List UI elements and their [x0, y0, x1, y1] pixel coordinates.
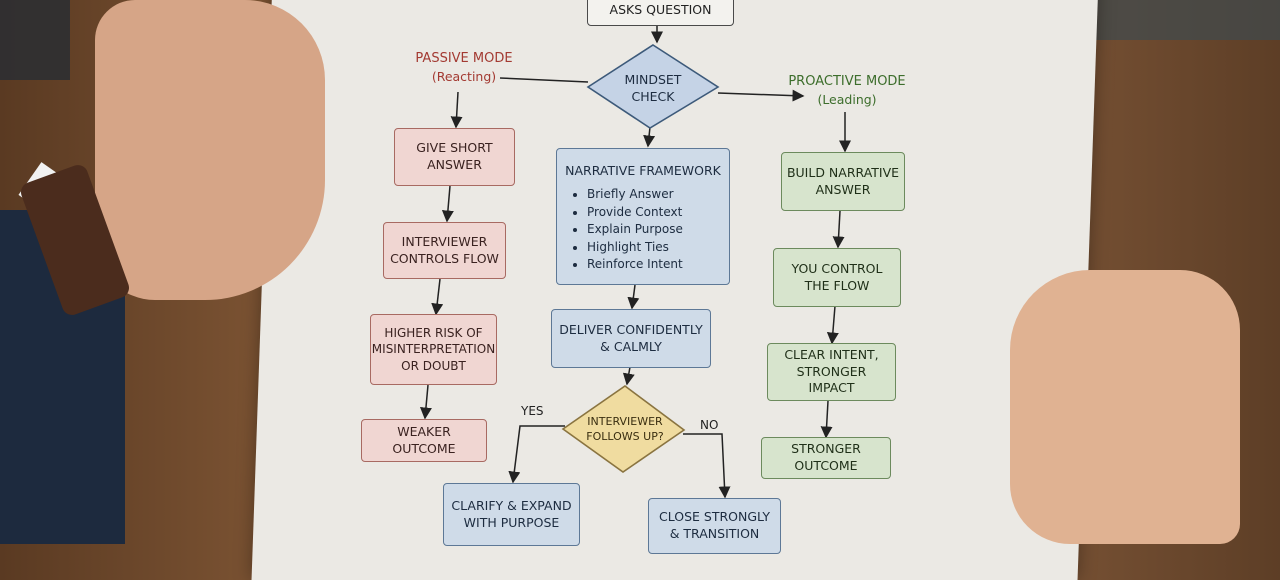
follows-up-diamond: [561, 385, 686, 473]
scene: ASKS QUESTION MINDSET CHECK PASSIVE MODE…: [0, 0, 1280, 544]
connector-layer: [419, 26, 851, 499]
narrative-framework-title: NARRATIVE FRAMEWORK: [565, 163, 721, 178]
narrative-framework-box: NARRATIVE FRAMEWORK Briefly Answer Provi…: [556, 148, 730, 285]
deliver-confidently-box: DELIVER CONFIDENTLY & CALMLY: [551, 309, 711, 368]
laptop-edge: [0, 0, 70, 80]
framework-steps: Briefly Answer Provide Context Explain P…: [557, 186, 729, 274]
framework-step: Reinforce Intent: [587, 256, 729, 274]
follows-up-label: INTERVIEWER FOLLOWS UP?: [586, 415, 664, 443]
framework-step: Briefly Answer: [587, 186, 729, 204]
build-narrative-box: BUILD NARRATIVE ANSWER: [781, 152, 905, 211]
passive-mode-subtitle: (Reacting): [431, 69, 497, 85]
mindset-check-label: MINDSET CHECK: [624, 72, 682, 104]
proactive-mode-subtitle: (Leading): [817, 92, 877, 108]
right-hand: [1010, 270, 1240, 544]
you-control-flow-box: YOU CONTROL THE FLOW: [773, 248, 901, 307]
asks-question-box: ASKS QUESTION: [587, 0, 734, 26]
higher-risk-box: HIGHER RISK OF MISINTERPRETATION OR DOUB…: [370, 314, 497, 385]
clear-intent-box: CLEAR INTENT, STRONGER IMPACT: [767, 343, 896, 401]
proactive-mode-label: PROACTIVE MODE (Leading): [783, 73, 911, 109]
yes-label: YES: [521, 404, 544, 418]
passive-mode-label: PASSIVE MODE (Reacting): [405, 50, 523, 86]
framework-step: Highlight Ties: [587, 239, 729, 257]
left-hand: [95, 0, 325, 300]
passive-mode-title: PASSIVE MODE: [415, 51, 513, 66]
interviewer-controls-flow-box: INTERVIEWER CONTROLS FLOW: [383, 222, 506, 279]
framework-step: Explain Purpose: [587, 221, 729, 239]
weaker-outcome-box: WEAKER OUTCOME: [361, 419, 487, 462]
clarify-expand-box: CLARIFY & EXPAND WITH PURPOSE: [443, 483, 580, 546]
mindset-check-diamond: [586, 44, 720, 129]
proactive-mode-title: PROACTIVE MODE: [788, 74, 906, 89]
no-label: NO: [700, 418, 719, 432]
stronger-outcome-box: STRONGER OUTCOME: [761, 437, 891, 479]
give-short-answer-box: GIVE SHORT ANSWER: [394, 128, 515, 186]
window-corner: [1090, 0, 1280, 40]
framework-step: Provide Context: [587, 204, 729, 222]
close-strongly-box: CLOSE STRONGLY & TRANSITION: [648, 498, 781, 554]
